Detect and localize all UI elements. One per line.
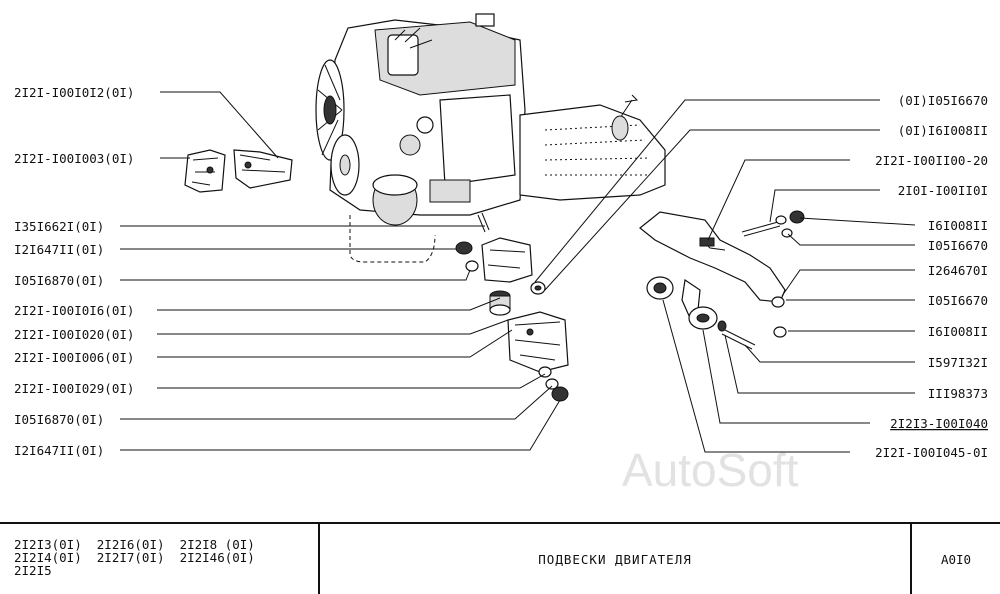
model-row: 2I2I5 bbox=[14, 563, 52, 578]
part-label: 2I2I-I00II00-20 bbox=[875, 153, 988, 168]
part-label: I2I647II(0I) bbox=[14, 443, 104, 458]
part-label: 2I2I-I00I029(0I) bbox=[14, 381, 134, 396]
part-label: I35I662I(0I) bbox=[14, 219, 104, 234]
part-label: III98373 bbox=[928, 386, 988, 401]
part-label: (0I)I6I008II bbox=[898, 123, 988, 138]
part-label: I05I6870(0I) bbox=[14, 273, 104, 288]
left-mount-parts bbox=[455, 237, 569, 402]
part-label: 2I0I-I00II0I bbox=[898, 183, 988, 198]
part-label: I2I647II(0I) bbox=[14, 242, 104, 257]
front-brackets-top bbox=[184, 149, 293, 193]
section-code: A0I0 bbox=[940, 551, 972, 567]
part-label: I05I6870(0I) bbox=[14, 412, 104, 427]
part-label: I05I6670 bbox=[928, 293, 988, 308]
part-label: 2I2I-I00I020(0I) bbox=[14, 327, 134, 342]
rear-mount-parts bbox=[639, 210, 805, 350]
part-label: 2I2I-I00I0I6(0I) bbox=[14, 303, 134, 318]
part-label-link[interactable]: 2I2I3-I00I040 bbox=[890, 416, 988, 431]
section-title: ПОДВЕСКИ ДВИГАТЕЛЯ bbox=[320, 524, 912, 594]
part-label: I597I32I bbox=[928, 355, 988, 370]
title-block: 2I2I3(0I) 2I2I6(0I) 2I2I8 (0I) 2I2I4(0I)… bbox=[0, 522, 1000, 594]
part-label: I6I008II bbox=[928, 324, 988, 339]
part-label: 2I2I-I00I045-0I bbox=[875, 445, 988, 460]
part-label: I05I6670 bbox=[928, 238, 988, 253]
model-list: 2I2I3(0I) 2I2I6(0I) 2I2I8 (0I) 2I2I4(0I)… bbox=[0, 524, 320, 594]
part-label: 2I2I-I00I0I2(0I) bbox=[14, 85, 134, 100]
part-label: I264670I bbox=[928, 263, 988, 278]
watermark-text: AutoSoft bbox=[622, 444, 799, 496]
part-label: 2I2I-I00I003(0I) bbox=[14, 151, 134, 166]
right-leader-lines bbox=[534, 99, 916, 453]
model-row: 2I2I3(0I) 2I2I6(0I) 2I2I8 (0I) bbox=[14, 537, 255, 552]
right-part-labels: (0I)I05I6670 (0I)I6I008II 2I2I-I00II00-2… bbox=[875, 93, 988, 460]
part-label: (0I)I05I6670 bbox=[898, 93, 988, 108]
left-part-labels: 2I2I-I00I0I2(0I) 2I2I-I00I003(0I) I35I66… bbox=[14, 85, 134, 458]
left-leader-lines bbox=[120, 91, 561, 451]
model-row: 2I2I4(0I) 2I2I7(0I) 2I2I46(0I) bbox=[14, 550, 255, 565]
part-label: 2I2I-I00I006(0I) bbox=[14, 350, 134, 365]
part-label: I6I008II bbox=[928, 218, 988, 233]
engine-mount-diagram: AutoSoft bbox=[14, 13, 988, 496]
engine-illustration bbox=[315, 13, 666, 263]
